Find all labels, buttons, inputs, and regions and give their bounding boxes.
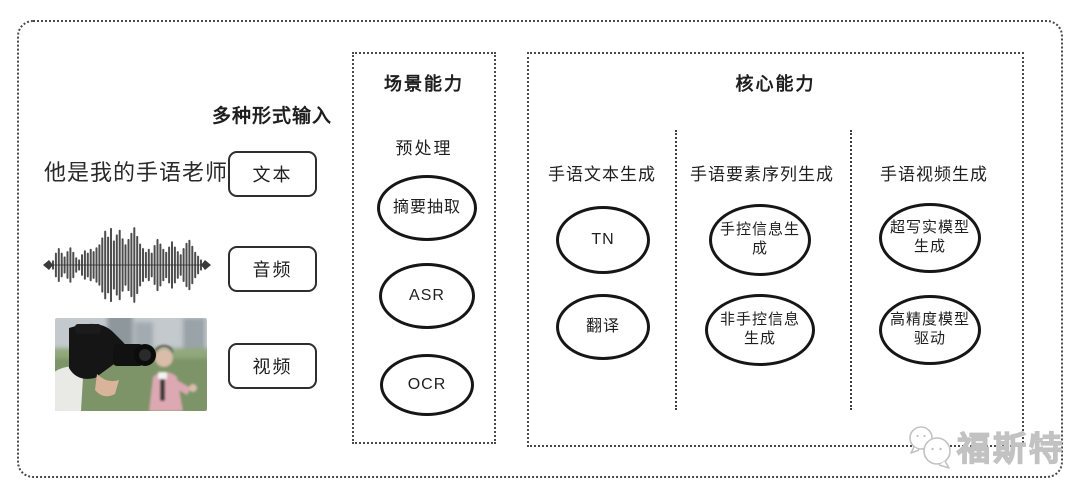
core-capability-title: 核心能力 bbox=[735, 74, 816, 94]
column-header-sl-text-generation: 手语文本生成 bbox=[548, 165, 656, 184]
node-ocr: OCR bbox=[380, 354, 474, 416]
audio-waveform-icon bbox=[43, 227, 211, 303]
node-hyperrealistic-model-generation: 超写实模型生成 bbox=[879, 203, 981, 273]
core-capability-panel: 核心能力 手语文本生成 手语要素序列生成 手语视频生成 TN 翻译 手控信息生成… bbox=[527, 52, 1024, 447]
input-type-video-label: 视频 bbox=[252, 357, 293, 377]
text-input-sample: 他是我的手语老师 bbox=[44, 160, 229, 185]
node-high-precision-model-driving: 高精度模型驱动 bbox=[879, 295, 981, 365]
input-type-audio-box: 音频 bbox=[228, 246, 317, 292]
node-manual-info-generation: 手控信息生成 bbox=[709, 204, 811, 276]
scene-capability-title: 场景能力 bbox=[384, 74, 464, 94]
chat-bubbles-icon bbox=[909, 426, 951, 469]
reporter-figure bbox=[149, 345, 197, 411]
video-input-photo bbox=[55, 318, 207, 411]
scene-capability-panel: 场景能力 预处理 摘要抽取 ASR OCR bbox=[352, 52, 496, 444]
column-header-sl-video-generation: 手语视频生成 bbox=[880, 165, 988, 184]
node-tn: TN bbox=[556, 206, 650, 274]
preprocess-label: 预处理 bbox=[395, 139, 453, 158]
node-summary-extraction: 摘要抽取 bbox=[377, 175, 477, 241]
node-translation: 翻译 bbox=[556, 294, 650, 360]
input-section-title: 多种形式输入 bbox=[212, 106, 333, 127]
column-header-sl-element-sequence-generation: 手语要素序列生成 bbox=[690, 165, 834, 184]
node-asr: ASR bbox=[379, 263, 475, 329]
watermark-text: 福斯特 bbox=[956, 429, 1065, 467]
node-non-manual-info-generation: 非手控信息生成 bbox=[705, 294, 815, 366]
input-type-video-box: 视频 bbox=[228, 343, 317, 389]
outer-dotted-frame bbox=[17, 20, 1063, 478]
input-type-text-label: 文本 bbox=[252, 165, 293, 185]
column-divider bbox=[675, 130, 677, 410]
input-type-text-box: 文本 bbox=[228, 151, 317, 197]
watermark: 福斯特 bbox=[905, 422, 1065, 474]
cameraman-figure bbox=[55, 323, 156, 411]
input-type-audio-label: 音频 bbox=[252, 260, 293, 280]
column-divider bbox=[850, 130, 852, 410]
